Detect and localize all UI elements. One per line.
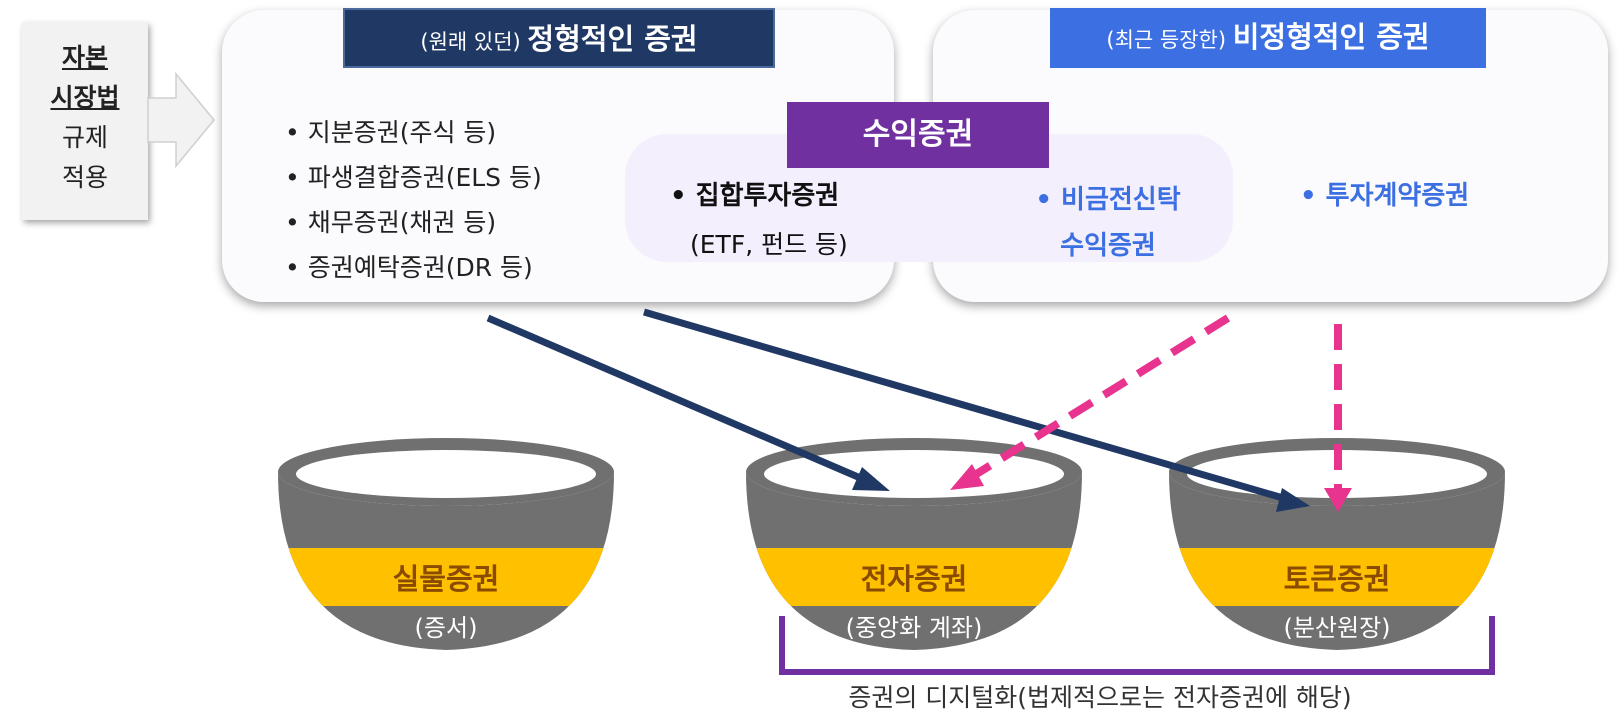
non-monetary-trust-item: • 비금전신탁 수익증권: [1008, 177, 1208, 269]
bowl-label-token: 토큰증권: [1283, 562, 1391, 596]
regulation-box: 자본 시장법 규제 적용: [22, 22, 148, 220]
bowl-electronic: [746, 438, 1082, 650]
collective-investment-item: • 집합투자증권: [670, 181, 840, 211]
bowl-sub-electronic: (중앙화 계좌): [845, 614, 983, 642]
arrow-traditional-to-token: [643, 308, 1310, 512]
list-item: • 지분증권(주식 등): [285, 118, 497, 147]
arrow-atypical-to-token: [1324, 324, 1352, 512]
bowl-label-physical: 실물증권: [392, 562, 500, 596]
list-item: • 증권예탁증권(DR 등): [285, 253, 533, 282]
list-item: • 채무증권(채권 등): [285, 208, 497, 237]
trust-line-2: 수익증권: [1060, 231, 1156, 261]
trust-line-1: • 비금전신탁: [1035, 185, 1181, 215]
bowl-physical: [278, 438, 614, 650]
traditional-header-prefix: (원래 있던): [420, 30, 528, 54]
regulation-label-line3: 규제: [61, 123, 108, 152]
regulation-label-line4: 적용: [61, 163, 108, 192]
collective-investment-subtext: (ETF, 펀드 등): [690, 230, 848, 259]
bowl-sub-token: (분산원장): [1283, 614, 1391, 642]
investment-contract-item: • 투자계약증권: [1300, 181, 1470, 211]
digitalization-caption: 증권의 디지털화(법제적으로는 전자증권에 해당): [848, 683, 1352, 712]
list-item: • 파생결합증권(ELS 등): [285, 163, 542, 192]
bowl-sub-physical: (증서): [414, 614, 478, 642]
arrow-atypical-to-electronic: [950, 314, 1231, 490]
bowl-token: [1169, 438, 1505, 650]
traditional-header-title: 정형적인 증권: [527, 22, 698, 56]
regulation-arrow-icon: [147, 71, 215, 169]
atypical-securities-header: (최근 등장한) 비정형적인 증권: [1050, 8, 1486, 68]
digitalization-bracket: [779, 616, 1495, 675]
atypical-header-prefix: (최근 등장한): [1106, 28, 1233, 52]
regulation-label-line1: 자본: [61, 43, 108, 72]
traditional-securities-list: • 지분증권(주식 등) • 파생결합증권(ELS 등) • 채무증권(채권 등…: [285, 110, 542, 290]
traditional-securities-header: (원래 있던) 정형적인 증권: [343, 8, 775, 68]
regulation-label-line2: 시장법: [50, 83, 120, 112]
beneficiary-certificate-header: 수익증권: [787, 102, 1049, 168]
arrow-traditional-to-electronic: [486, 314, 890, 491]
atypical-header-title: 비정형적인 증권: [1232, 20, 1430, 54]
bowl-label-electronic: 전자증권: [860, 562, 968, 596]
